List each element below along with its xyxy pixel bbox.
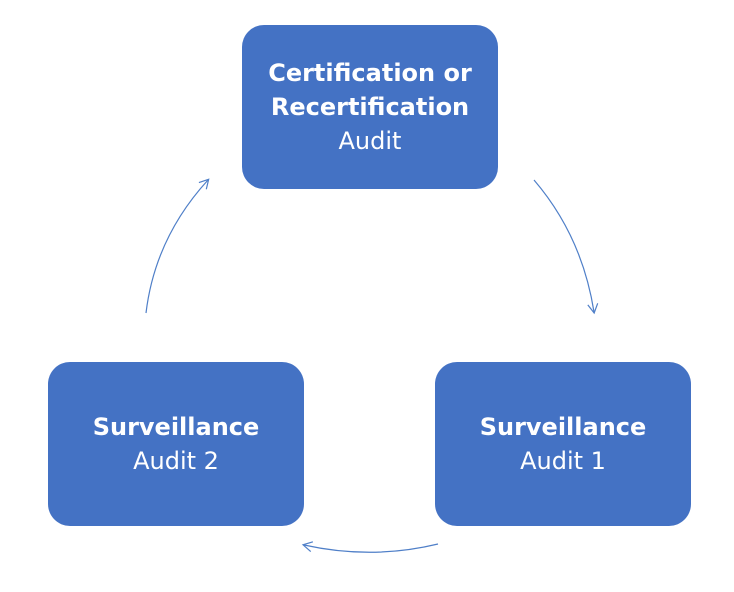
node-certification-title-line-2: Recertification bbox=[270, 93, 470, 121]
node-certification-title-line-1: Certification or bbox=[268, 59, 472, 87]
node-surveillance-1-subtitle: Audit 1 bbox=[520, 447, 606, 475]
node-surveillance-1-title: Surveillance bbox=[479, 413, 647, 441]
arrow-surveillance-2-to-certification bbox=[145, 178, 210, 314]
node-surveillance-audit-2: Surveillance Audit 2 bbox=[48, 362, 304, 526]
arrow-surveillance-1-to-surveillance-2 bbox=[301, 541, 439, 553]
node-surveillance-2-subtitle: Audit 2 bbox=[133, 447, 219, 475]
node-certification-subtitle: Audit bbox=[338, 127, 402, 155]
node-certification-audit: Certification or Recertification Audit bbox=[242, 25, 498, 189]
arrow-certification-to-surveillance-1 bbox=[533, 179, 599, 315]
node-surveillance-2-title: Surveillance bbox=[92, 413, 260, 441]
node-surveillance-audit-1: Surveillance Audit 1 bbox=[435, 362, 691, 526]
